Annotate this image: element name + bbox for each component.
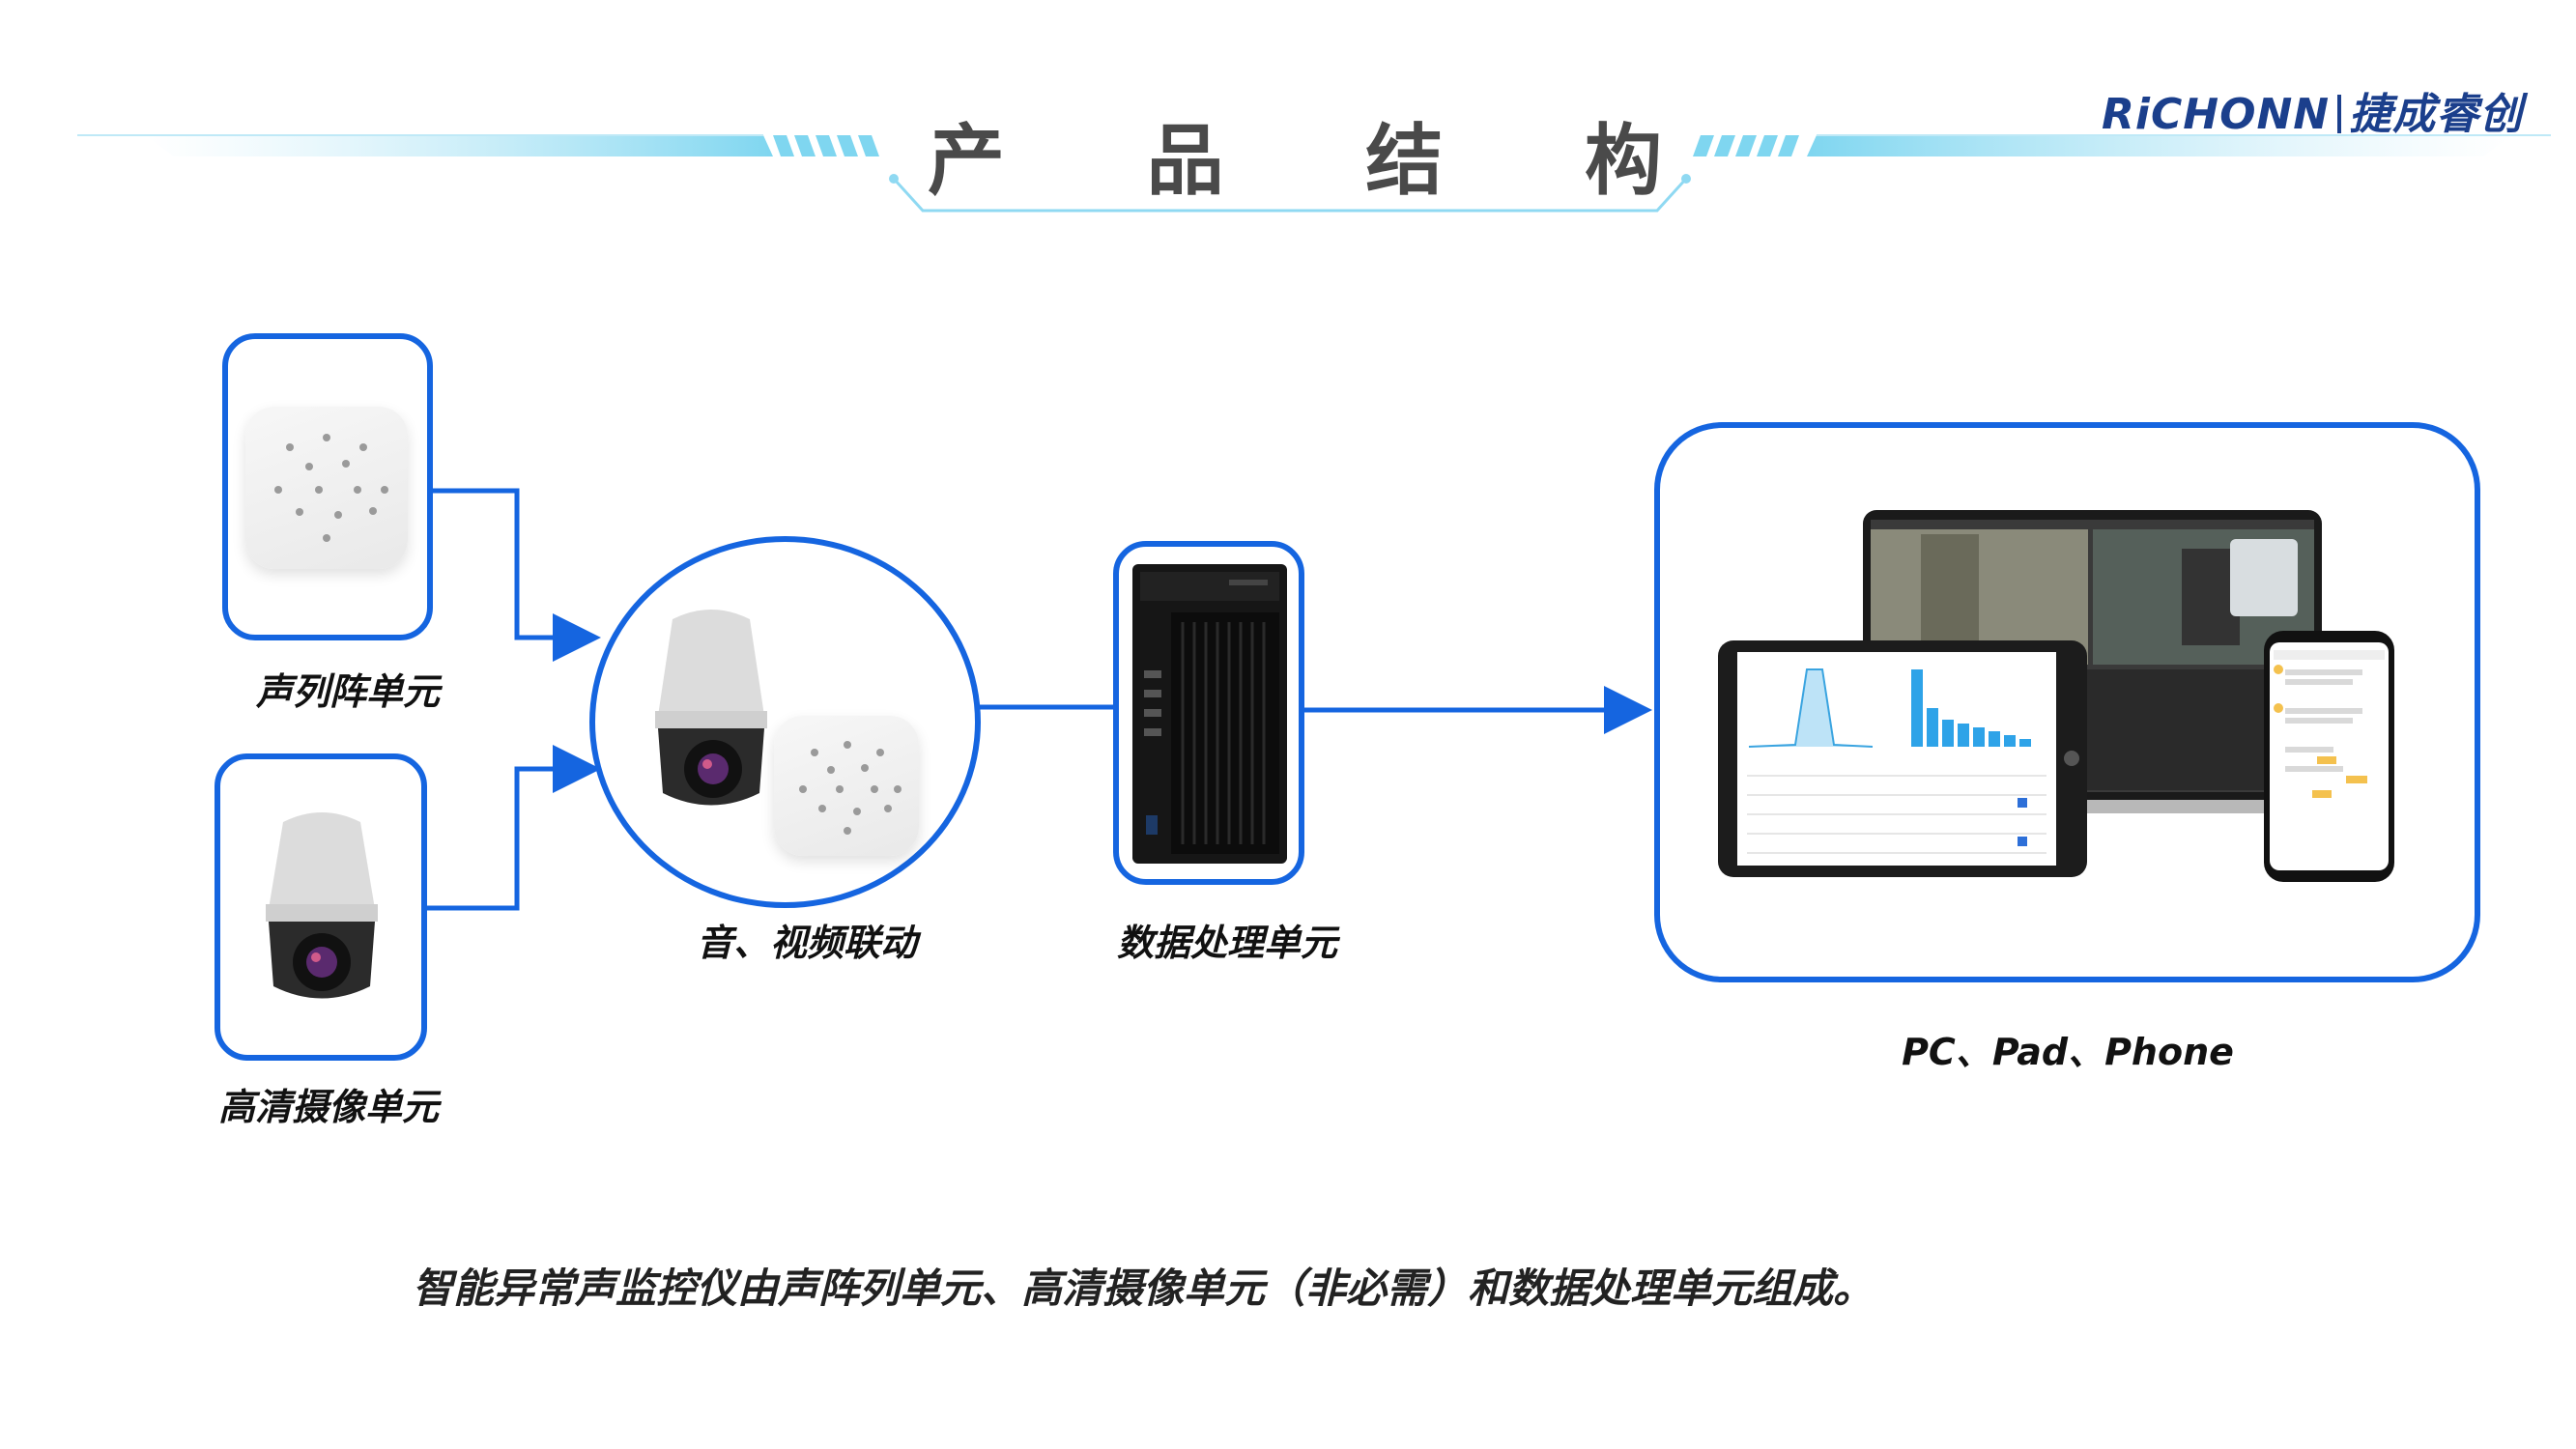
mic-array-image	[245, 407, 408, 569]
data-unit-frame	[1113, 541, 1304, 885]
logo-brand: RiCHONN	[2102, 90, 2331, 139]
title-char: 构	[1584, 116, 1662, 206]
ptz-camera-icon	[266, 812, 378, 999]
mic-array-image	[774, 716, 919, 856]
title-char: 品	[1146, 116, 1224, 206]
description-text: 智能异常声监控仪由声阵列单元、高清摄像单元（非必需）和数据处理单元组成。	[412, 1264, 1874, 1312]
logo-separator	[2337, 95, 2342, 133]
camera-to-av-connector	[425, 745, 601, 911]
description-caption: 智能异常声监控仪由声阵列单元、高清摄像单元（非必需）和数据处理单元组成。	[0, 1256, 2576, 1315]
hd-camera-label: 高清摄像单元	[217, 1086, 439, 1128]
tablet-icon	[1718, 640, 2087, 877]
logo-cn: 捷成睿创	[2349, 90, 2524, 139]
ptz-camera-icon	[655, 610, 767, 806]
clients-frame	[1654, 422, 2480, 982]
company-logo: RiCHONN 捷成睿创	[2102, 79, 2524, 139]
clients-label: PC、Pad、Phone	[1902, 1031, 2234, 1073]
av-link-circle	[589, 536, 981, 908]
data-unit-label: 数据处理单元	[1116, 922, 1337, 964]
left-bar	[145, 135, 773, 156]
av-link-label: 音、视频联动	[696, 922, 917, 964]
mic-array-frame	[222, 333, 433, 640]
mic-array-label: 声列阵单元	[255, 670, 440, 713]
header-decoration	[77, 134, 2551, 213]
title-char: 结	[1365, 116, 1444, 206]
page-title: 产 品 结 构	[928, 106, 1662, 206]
phone-icon	[2264, 631, 2394, 882]
mic-to-av-connector	[429, 488, 601, 662]
hd-camera-frame	[215, 753, 427, 1061]
right-bar	[1807, 135, 2512, 156]
title-char: 产	[928, 116, 1005, 206]
server-tower-icon	[1132, 564, 1287, 864]
